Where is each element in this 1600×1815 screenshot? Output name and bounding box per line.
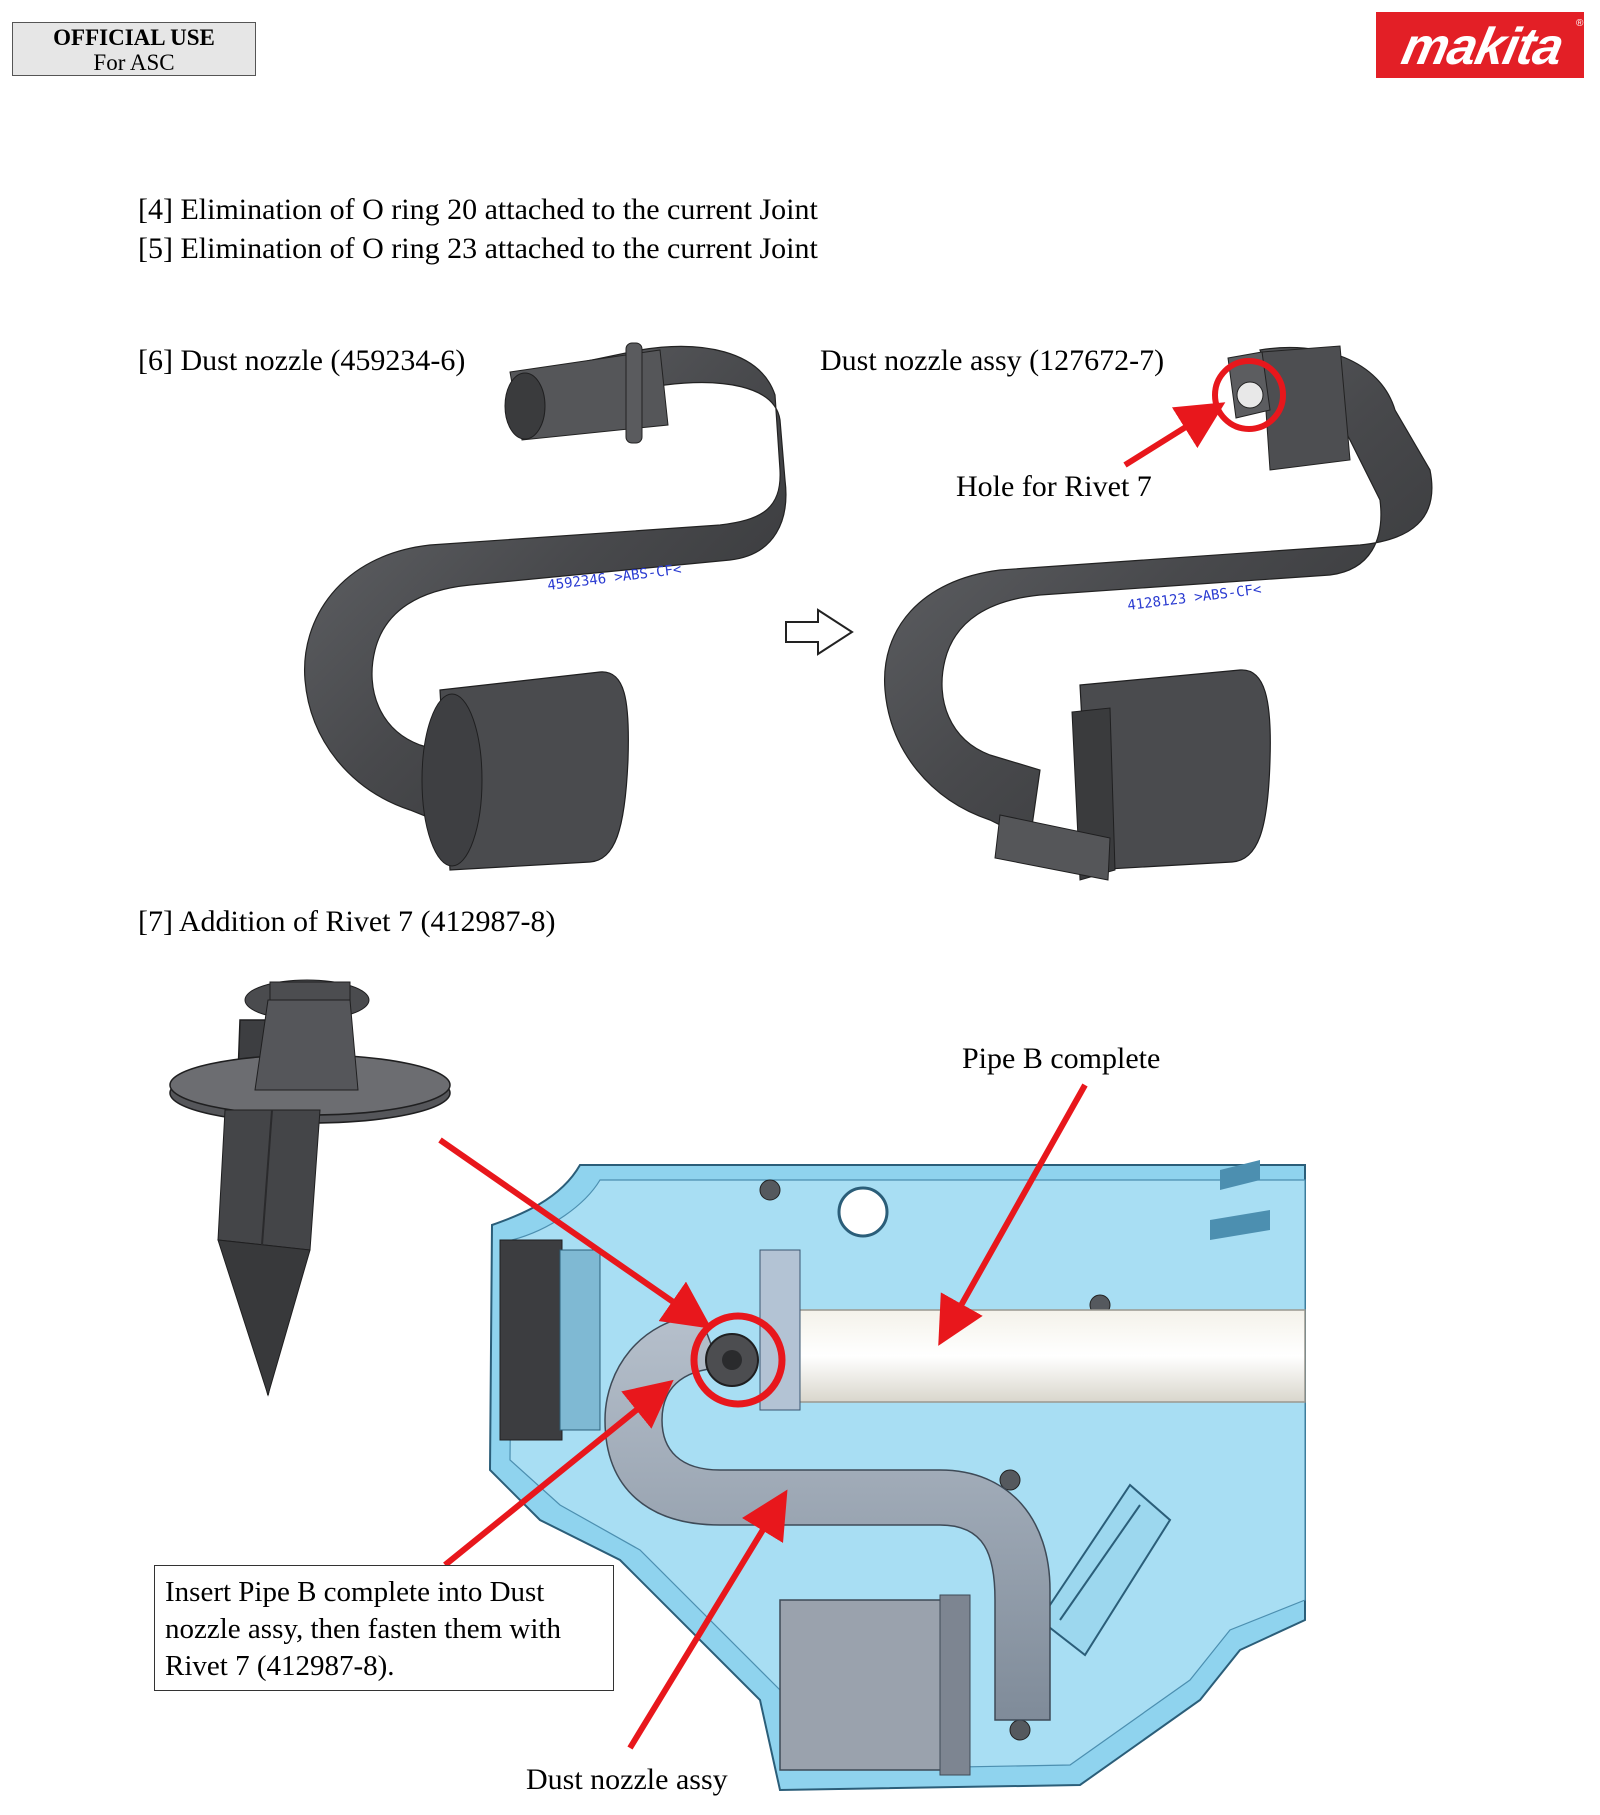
pipe-b-complete-label: Pipe B complete [962,1042,1161,1075]
pipe-b-complete-part [789,1309,1306,1403]
official-use-stamp: OFFICIAL USE For ASC [12,22,256,76]
assembly-instruction-box: Insert Pipe B complete into Dust nozzle … [154,1565,614,1691]
new-dust-nozzle-assy-part: 4128123 >ABS-CF< [883,345,1433,881]
hole-highlight-circle [1212,358,1286,432]
official-use-subtitle: For ASC [93,50,175,75]
item-4-text: [4] Elimination of O ring 20 attached to… [138,193,818,226]
instruction-line-3: Rivet 7 (412987-8). [165,1650,395,1682]
instruction-arrow [443,1379,674,1568]
item-5-text: [5] Elimination of O ring 23 attached to… [138,232,818,265]
makita-logo: makita ® [1376,12,1584,78]
dust-nozzle-assy-callout: Dust nozzle assy [526,1763,728,1796]
dust-nozzle-arrow [627,1489,788,1750]
nozzle-outlet [779,1599,961,1771]
hole-for-rivet-label: Hole for Rivet 7 [956,470,1152,503]
instruction-line-1: Insert Pipe B complete into Dust [165,1576,545,1608]
item-6-text: [6] Dust nozzle (459234-6) [138,344,466,377]
rivet-highlight-circle [690,1312,786,1408]
item-7-text: [7] Addition of Rivet 7 (412987-8) [138,905,556,938]
dust-nozzle-assy-label: Dust nozzle assy (127672-7) [820,344,1165,377]
official-use-title: OFFICIAL USE [53,25,215,50]
svg-text:makita: makita [1397,18,1568,76]
transition-arrow-icon [785,608,854,656]
rivet-7-part [169,979,451,1397]
instruction-line-2: nozzle assy, then fasten them with [165,1613,561,1645]
svg-text:®: ® [1576,18,1584,29]
pipe-b-arrow [938,1083,1088,1346]
rivet-arrow [438,1137,712,1329]
old-dust-nozzle-part: 4592346 >ABS-CF< [303,342,787,871]
hole-callout-arrow [1123,402,1226,468]
dust-nozzle-assy-in-housing [604,1314,1051,1721]
